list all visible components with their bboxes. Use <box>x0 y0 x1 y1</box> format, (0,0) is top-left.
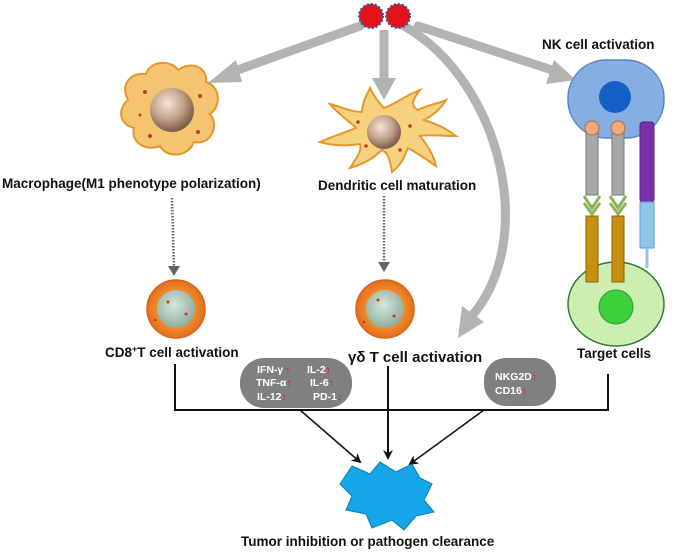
cytokine-panel: IFN-γ↑ IL-2↑ TNF-α↑ IL-6↑ IL-12↑ PD-1↓ <box>240 358 352 408</box>
gray-arrows <box>208 21 576 338</box>
target-cell <box>567 261 665 347</box>
dendritic-cell <box>317 85 459 174</box>
dotted-connectors <box>168 196 390 276</box>
arrow-to-gdt <box>399 21 510 338</box>
cytokine-il2: IL-2↑ <box>307 364 331 376</box>
convergence-lines <box>174 364 609 466</box>
cytokine-pd1: PD-1↓ <box>313 391 342 403</box>
label-dendritic: Dendritic cell maturation <box>318 178 476 193</box>
pathogen-particle-right <box>385 3 411 29</box>
cytokine-il6: IL-6↑ <box>310 377 334 389</box>
nk-receptor-complex <box>582 120 655 283</box>
receptor-cd16: CD16↑ <box>495 385 527 397</box>
cd8-t-cell <box>146 279 206 339</box>
arrow-to-macrophage <box>208 21 365 83</box>
label-target: Target cells <box>577 346 651 361</box>
receptor-nkg2d: NKG2D↑ <box>495 371 537 383</box>
tumor-cell-icon <box>339 461 435 531</box>
label-nk: NK cell activation <box>542 37 655 52</box>
arrow-to-nk <box>413 21 576 84</box>
macrophage-cell <box>120 62 219 156</box>
cytokine-ifn: IFN-γ↑ <box>257 364 290 376</box>
label-outcome: Tumor inhibition or pathogen clearance <box>241 534 495 549</box>
pathogen-particles <box>358 3 411 29</box>
gamma-delta-t-cell <box>355 279 415 339</box>
nk-cell <box>567 59 665 139</box>
label-gamma-delta: γδ T cell activation <box>348 349 482 366</box>
cytokine-il12: IL-12↑ <box>257 391 287 403</box>
receptor-panel: NKG2D↑ CD16↑ <box>484 358 556 406</box>
label-macrophage: Macrophage(M1 phenotype polarization) <box>2 176 261 191</box>
pathogen-particle-left <box>358 3 384 29</box>
arrow-to-dendritic <box>372 30 396 100</box>
label-cd8: CD8+T cell activation <box>105 344 239 360</box>
cytokine-tnf: TNF-α↑ <box>256 377 291 389</box>
